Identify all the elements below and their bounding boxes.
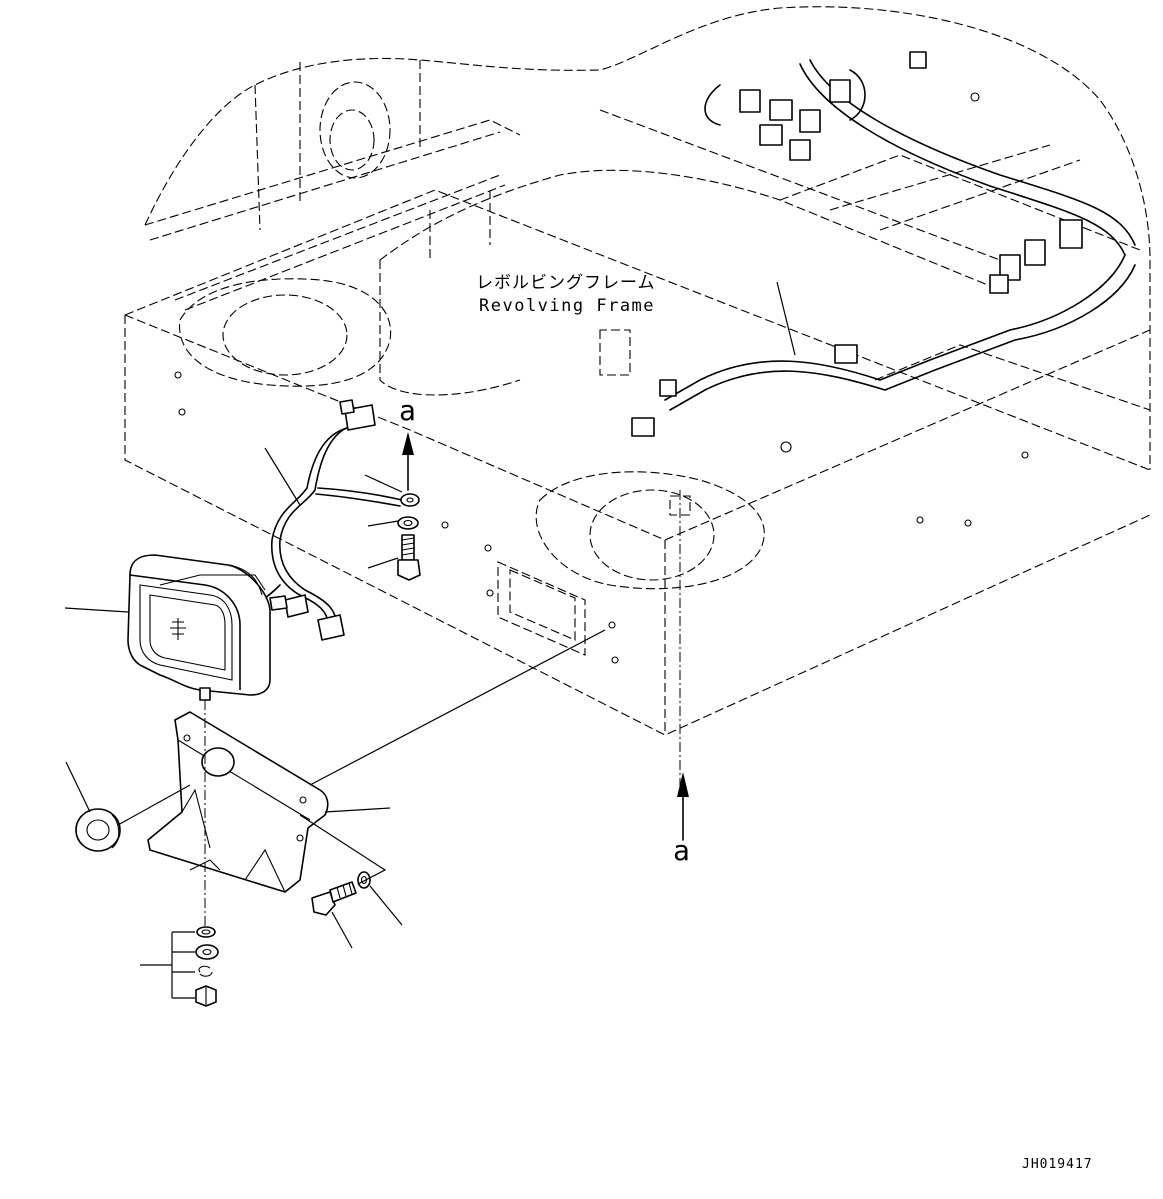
frame-bolt-stack [397,432,421,581]
frame-harness [631,51,1136,437]
view-arrow-bottom [677,772,689,841]
bracket-bolt [311,871,371,916]
frame-label-en: Revolving Frame [479,296,655,316]
revolving-frame [124,6,1151,790]
lamp-bracket [147,700,329,930]
lamp-harness [261,399,420,641]
drawing-number: JH019417 [1022,1157,1093,1172]
work-lamp [127,554,271,701]
grommet [75,784,191,852]
frame-label-jp: レボルビングフレーム [476,273,656,293]
view-marker-bottom: a [673,834,690,867]
lamp-nut-stack [140,926,219,1007]
leader-lines [64,281,796,949]
view-marker-top: a [399,394,416,427]
frame-holes [174,92,1029,664]
